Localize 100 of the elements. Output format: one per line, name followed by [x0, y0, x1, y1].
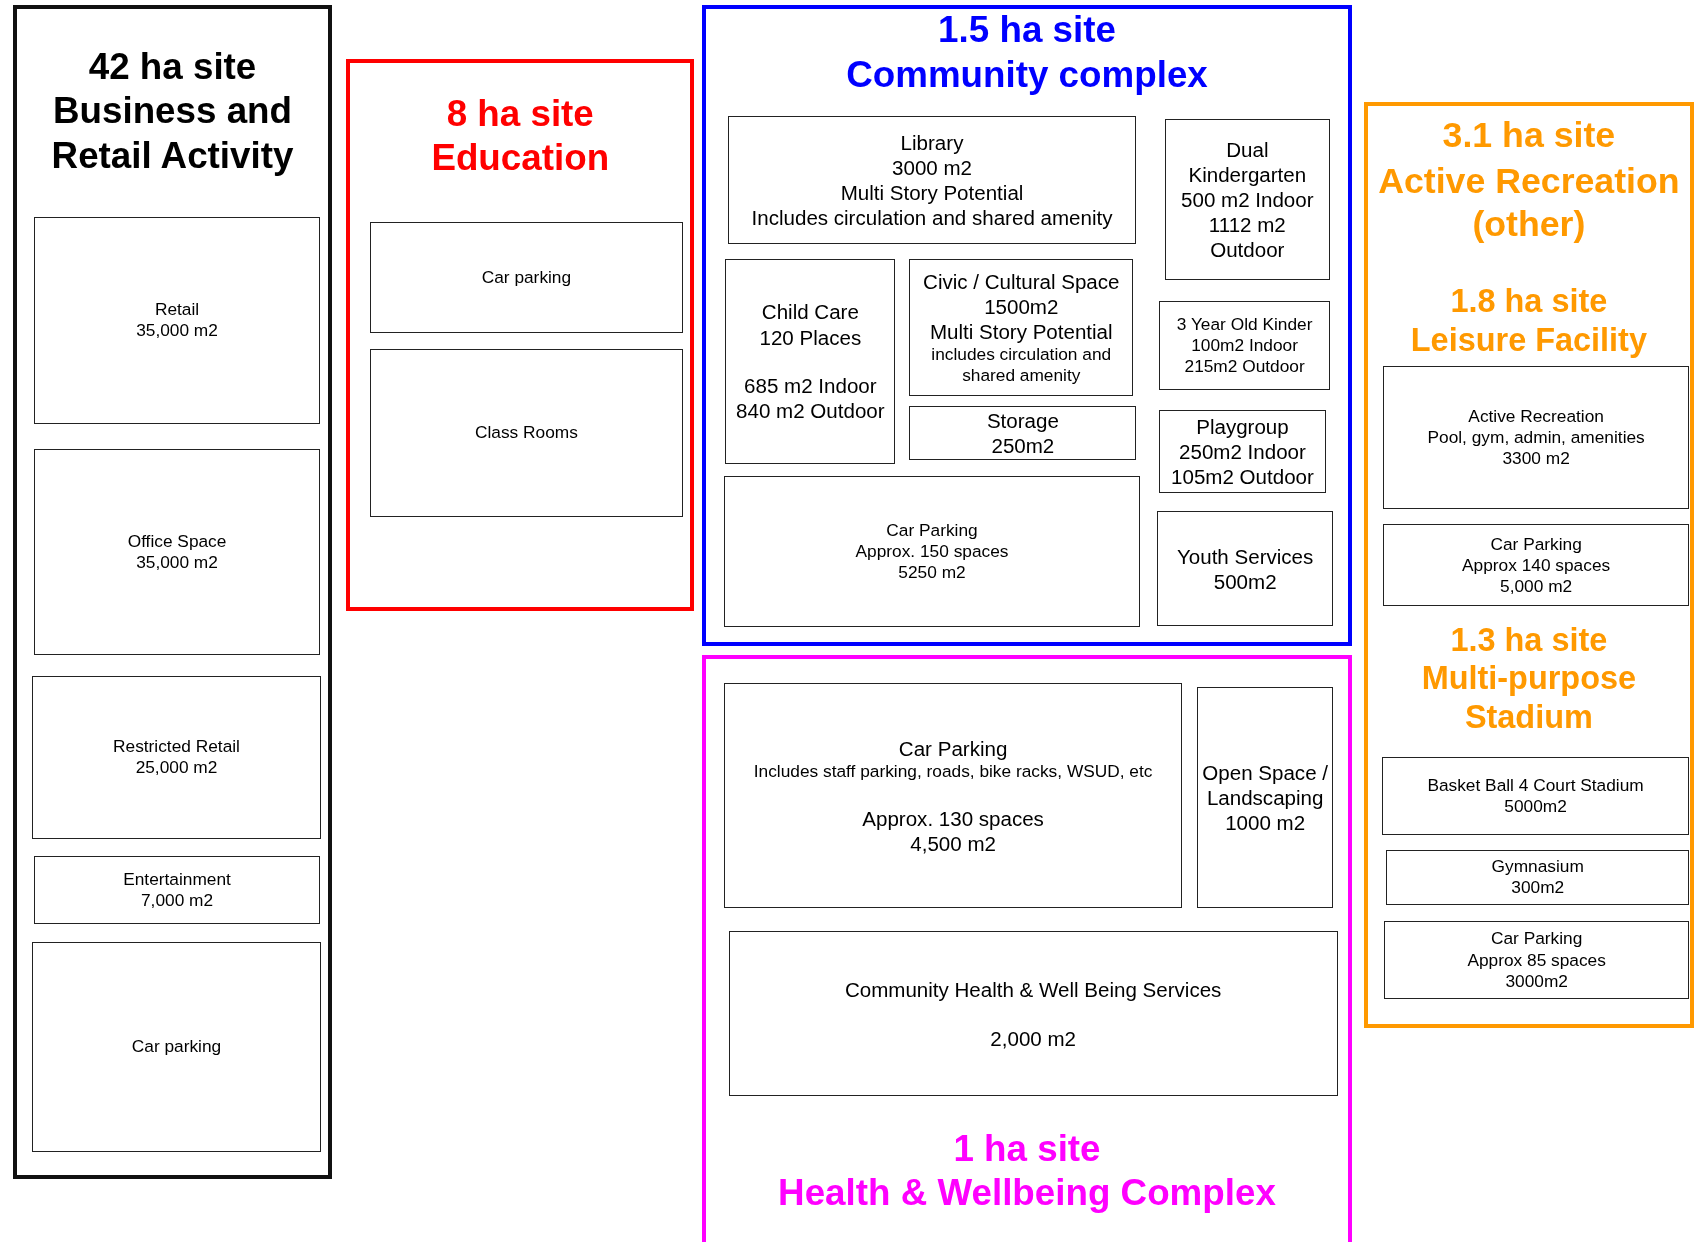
- site-heading: Health & Wellbeing Complex: [777, 1171, 1277, 1216]
- area-label: 2,000 m2: [990, 1025, 1076, 1051]
- area-label: Gymnasium: [1491, 856, 1584, 878]
- area-label: Multi Story Potential: [840, 180, 1024, 206]
- area-label: Storage: [986, 408, 1059, 434]
- area-label: 105m2 Outdoor: [1171, 463, 1314, 489]
- area-label: Car Parking: [898, 735, 1008, 761]
- area-label: 215m2 Outdoor: [1184, 356, 1305, 378]
- area-box: [1159, 409, 1326, 493]
- area-label: 120 Places: [759, 324, 862, 350]
- area-box: [1382, 756, 1690, 835]
- area-label: 35,000 m2: [136, 320, 218, 342]
- area-box: [1383, 524, 1690, 607]
- area-label: 840 m2 Outdoor: [736, 398, 885, 424]
- area-box: [724, 683, 1182, 909]
- area-label: 500 m2 Indoor: [1181, 186, 1314, 212]
- area-box: [1157, 511, 1334, 626]
- area-label: Car Parking: [886, 519, 978, 541]
- area-label: Approx. 130 spaces: [862, 805, 1044, 831]
- site-heading: 1 ha site: [952, 1126, 1102, 1171]
- area-box: [725, 259, 896, 464]
- site-boundary: [346, 59, 695, 612]
- area-label: 100m2 Indoor: [1191, 335, 1298, 357]
- area-box: [1159, 301, 1331, 391]
- area-label: Civic / Cultural Space: [923, 268, 1120, 294]
- area-label: Playgroup: [1196, 413, 1289, 439]
- area-label: Class Rooms: [475, 422, 578, 444]
- area-box: [34, 217, 320, 424]
- area-box: [34, 448, 320, 656]
- site-heading: 8 ha site: [445, 91, 595, 136]
- area-label: 5,000 m2: [1500, 575, 1573, 597]
- area-box: [369, 222, 684, 333]
- area-box: [909, 259, 1134, 396]
- area-label: 250m2 Indoor: [1179, 438, 1306, 464]
- area-label: 5000m2: [1504, 795, 1567, 817]
- area-label: Car parking: [131, 1036, 222, 1058]
- area-label: 1112 m2 Outdoor: [1207, 211, 1287, 262]
- area-label: Basket Ball 4 Court Stadium: [1427, 774, 1644, 796]
- area-label: Restricted Retail: [113, 736, 240, 758]
- area-box: [1386, 849, 1690, 905]
- area-label: 300m2: [1511, 877, 1565, 899]
- area-box: [34, 856, 320, 925]
- site-heading: Business and Retail Activity: [50, 89, 295, 178]
- area-label: Child Care: [761, 299, 859, 325]
- area-label: Car Parking: [1490, 533, 1582, 555]
- area-box: [1197, 686, 1334, 909]
- area-label: Active Recreation: [1468, 406, 1604, 428]
- area-box: [1164, 118, 1331, 280]
- area-box: [728, 930, 1338, 1097]
- site-heading: 3.1 ha site: [1441, 114, 1617, 158]
- area-label: includes circulation and shared amenity: [930, 343, 1113, 387]
- area-label: 4,500 m2: [910, 830, 996, 856]
- site-boundary: [701, 5, 1352, 646]
- area-box: [369, 349, 684, 517]
- site-heading: Leisure Facility: [1409, 320, 1648, 360]
- site-heading: 1.3 ha site: [1449, 620, 1609, 660]
- area-box: [724, 475, 1140, 627]
- site-boundary: [1363, 101, 1694, 1028]
- site-heading: Education: [430, 135, 611, 180]
- area-label: 35,000 m2: [136, 551, 218, 573]
- area-box: [1383, 366, 1690, 510]
- area-label: Car parking: [481, 267, 572, 289]
- site-boundary: [12, 5, 333, 1179]
- area-label: 25,000 m2: [135, 757, 218, 779]
- area-box: [32, 675, 321, 839]
- site-heading: Multi-purpose Stadium: [1420, 659, 1638, 738]
- area-label: Includes circulation and shared amenity: [751, 205, 1113, 231]
- area-label: 3000 m2: [892, 155, 972, 181]
- area-label: 3000m2: [1505, 970, 1568, 992]
- area-label: 7,000 m2: [140, 890, 214, 912]
- area-label: 5250 m2: [898, 561, 966, 583]
- area-label: Approx 85 spaces: [1467, 949, 1606, 971]
- area-label: Dual Kindergarten: [1187, 136, 1308, 187]
- area-label: 500m2: [1213, 568, 1277, 594]
- area-box: [32, 941, 321, 1152]
- area-label: 1000 m2: [1225, 809, 1306, 835]
- area-label: Office Space: [127, 530, 227, 552]
- area-label: 1500m2: [984, 293, 1059, 319]
- area-label: 685 m2 Indoor: [744, 373, 877, 399]
- area-label: Approx 140 spaces: [1462, 554, 1611, 576]
- area-label: Entertainment: [123, 869, 231, 891]
- area-label: Pool, gym, admin, amenities: [1427, 427, 1645, 449]
- site-boundary: [701, 655, 1352, 1242]
- site-heading: 1.8 ha site: [1449, 281, 1609, 321]
- area-label: Car Parking: [1491, 928, 1583, 950]
- site-heading: Active Recreation (other): [1377, 159, 1681, 246]
- area-label: Library: [900, 130, 964, 156]
- area-box: [1384, 921, 1690, 1000]
- area-label: Youth Services: [1177, 543, 1314, 569]
- area-label: 250m2: [991, 433, 1055, 459]
- area-label: Includes staff parking, roads, bike racks, WSUD, etc: [753, 760, 1153, 782]
- area-label: Retail: [154, 299, 200, 321]
- area-box: [727, 116, 1137, 245]
- area-label: Open Space / Landscaping: [1202, 759, 1329, 810]
- site-heading: 42 ha site: [87, 45, 258, 90]
- area-label: Community Health & Well Being Services: [844, 976, 1222, 1002]
- site-heading: Community complex: [845, 52, 1209, 97]
- area-box: [909, 406, 1137, 461]
- area-label: Multi Story Potential: [929, 318, 1113, 344]
- site-heading: 1.5 ha site: [937, 8, 1117, 53]
